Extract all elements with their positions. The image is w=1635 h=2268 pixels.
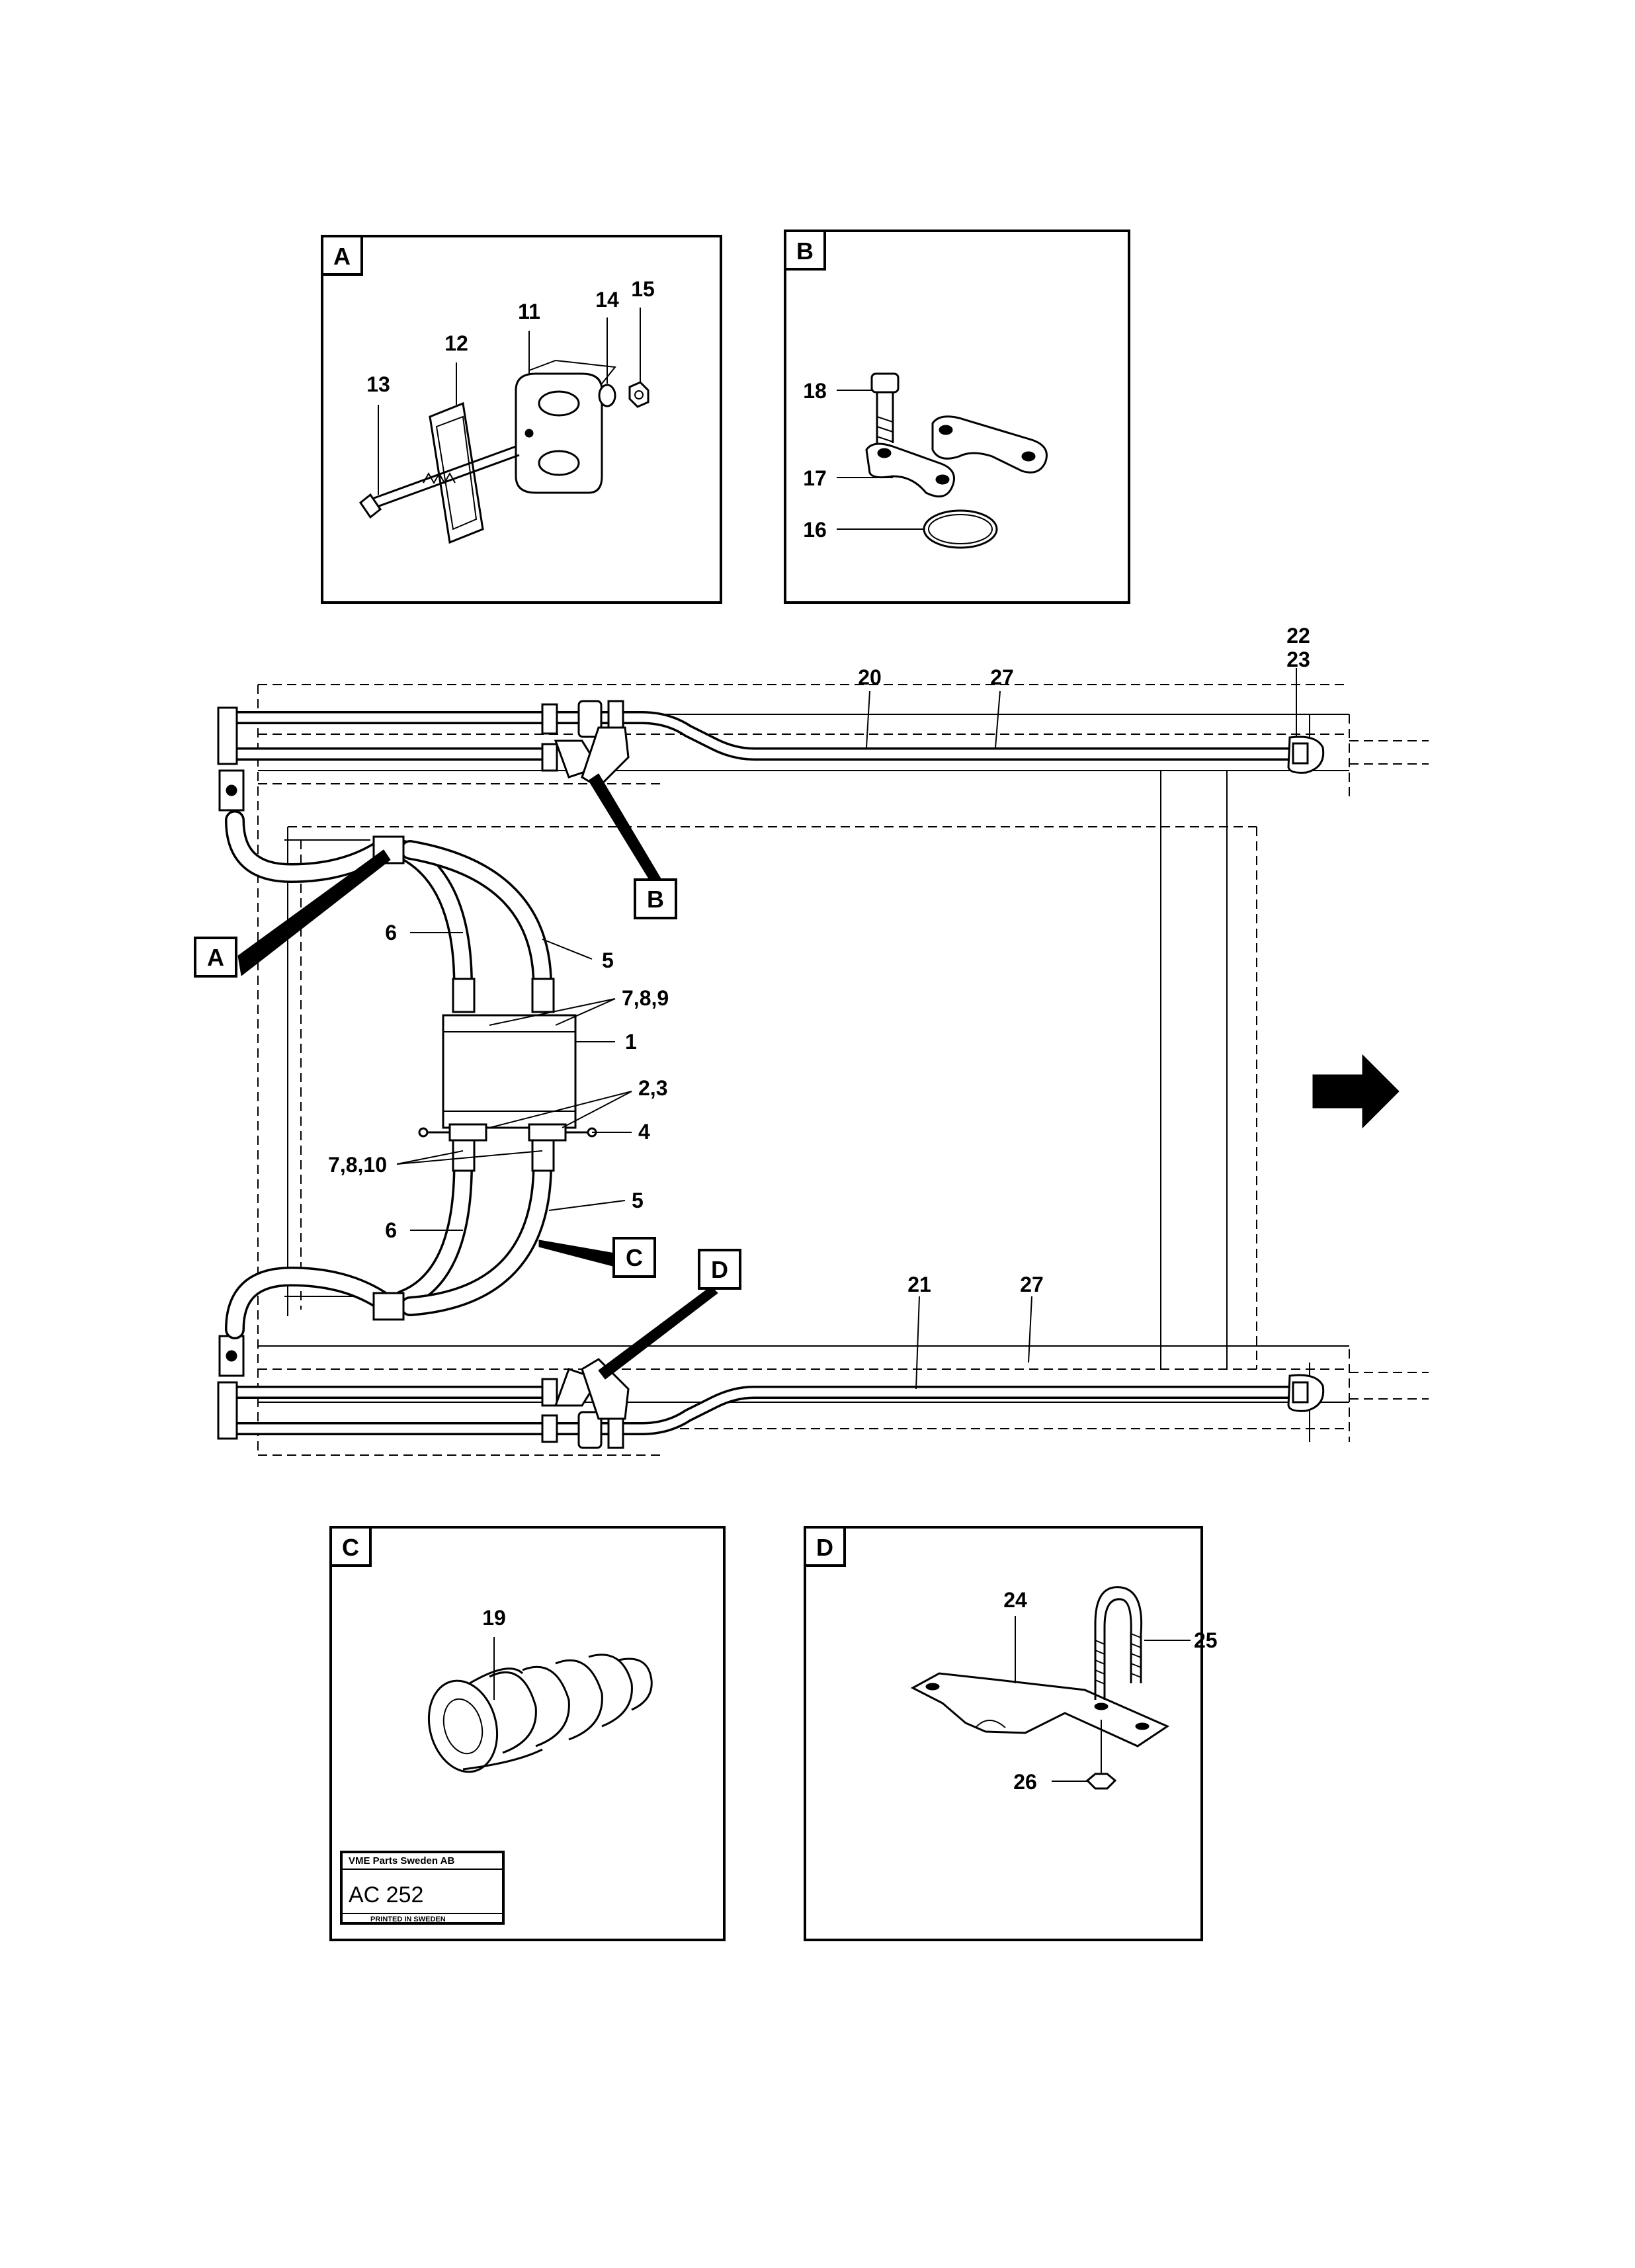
publisher-stamp: VME Parts Sweden AB AC 252 PRINTED IN SW… <box>340 1851 505 1925</box>
tube-21 <box>217 1386 1303 1435</box>
top-fittings <box>217 700 630 812</box>
svg-text:B: B <box>647 886 664 913</box>
label-5-bottom: 5 <box>632 1189 644 1212</box>
label-17: 17 <box>803 466 827 490</box>
nut-26-icon <box>1085 1720 1117 1790</box>
label-12: 12 <box>444 331 468 355</box>
flange-halves-17-icon <box>865 415 1048 498</box>
bottom-fittings <box>217 1335 630 1449</box>
phantom-frame <box>257 684 1429 1456</box>
hoses <box>225 810 552 1339</box>
tube-end-top <box>1287 735 1325 774</box>
label-14: 14 <box>595 288 619 312</box>
detail-d-letter: D <box>816 1534 833 1561</box>
label-4: 4 <box>638 1120 650 1144</box>
label-15: 15 <box>631 277 655 301</box>
arrow-right-icon <box>1312 1054 1400 1129</box>
stamp-company: VME Parts Sweden AB <box>349 1855 454 1867</box>
callout-pointer-d: D <box>598 1249 741 1380</box>
tube-end-bottom <box>1287 1374 1325 1412</box>
label-18: 18 <box>803 379 827 403</box>
label-1: 1 <box>625 1030 637 1054</box>
label-11: 11 <box>518 300 540 323</box>
bolt-18-icon <box>870 372 900 443</box>
svg-text:D: D <box>711 1256 728 1283</box>
detail-c-letter: C <box>342 1534 359 1561</box>
label-21: 21 <box>907 1273 931 1296</box>
label-22: 22 <box>1286 624 1310 648</box>
label-6-top: 6 <box>385 921 397 945</box>
spiral-guard-19-icon <box>427 1654 653 1773</box>
detail-box-d: D 24 25 26 <box>804 1526 1218 1941</box>
label-24: 24 <box>1003 1588 1027 1612</box>
callout-pointer-c: C <box>538 1237 656 1278</box>
label-6-bottom: 6 <box>385 1218 397 1242</box>
detail-d-tag <box>804 1526 846 1567</box>
label-7-8-9: 7,8,9 <box>622 986 669 1010</box>
label-7-8-10: 7,8,10 <box>328 1153 387 1177</box>
label-26: 26 <box>1013 1770 1037 1794</box>
label-16: 16 <box>803 518 827 542</box>
label-27-bottom: 27 <box>1020 1273 1044 1296</box>
svg-text:C: C <box>626 1244 643 1271</box>
plate-12-icon <box>429 401 484 544</box>
label-20: 20 <box>858 665 882 689</box>
washer-14-icon <box>598 384 616 407</box>
bolt-13-icon <box>358 445 520 519</box>
svg-text:A: A <box>207 944 224 971</box>
hose-clamp-a <box>372 835 405 1321</box>
label-5-top: 5 <box>602 948 614 972</box>
label-13: 13 <box>366 372 390 396</box>
detail-a-letter: A <box>333 243 351 270</box>
detail-b-letter: B <box>796 237 814 265</box>
stamp-code: AC 252 <box>349 1882 423 1908</box>
detail-a-tag <box>321 235 363 276</box>
detail-box-c: C 19 VME Parts Sweden AB AC 252 PRINTED … <box>329 1526 726 1941</box>
main-assembly: A B C D <box>194 624 1429 1456</box>
detail-box-a: A 13 <box>321 235 722 604</box>
hose-couplings <box>452 978 555 1172</box>
clamp-block-11-icon <box>515 359 616 494</box>
detail-c-tag <box>329 1526 372 1567</box>
label-27-top: 27 <box>990 665 1014 689</box>
detail-b-tag <box>784 230 826 271</box>
label-19: 19 <box>482 1606 506 1630</box>
leader-lines <box>396 668 1297 1390</box>
detail-box-b: B 18 17 16 <box>784 230 1130 604</box>
label-25: 25 <box>1194 1628 1218 1652</box>
tube-20 <box>217 711 1303 761</box>
callout-pointer-b: B <box>588 773 677 919</box>
stamp-printed: PRINTED IN SWEDEN <box>370 1915 446 1923</box>
u-bolt-25-icon <box>1094 1586 1143 1700</box>
callout-pointer-a: A <box>194 849 391 978</box>
label-23: 23 <box>1286 648 1310 671</box>
label-2-3: 2,3 <box>638 1076 667 1100</box>
oil-cooler-1 <box>418 1014 597 1142</box>
